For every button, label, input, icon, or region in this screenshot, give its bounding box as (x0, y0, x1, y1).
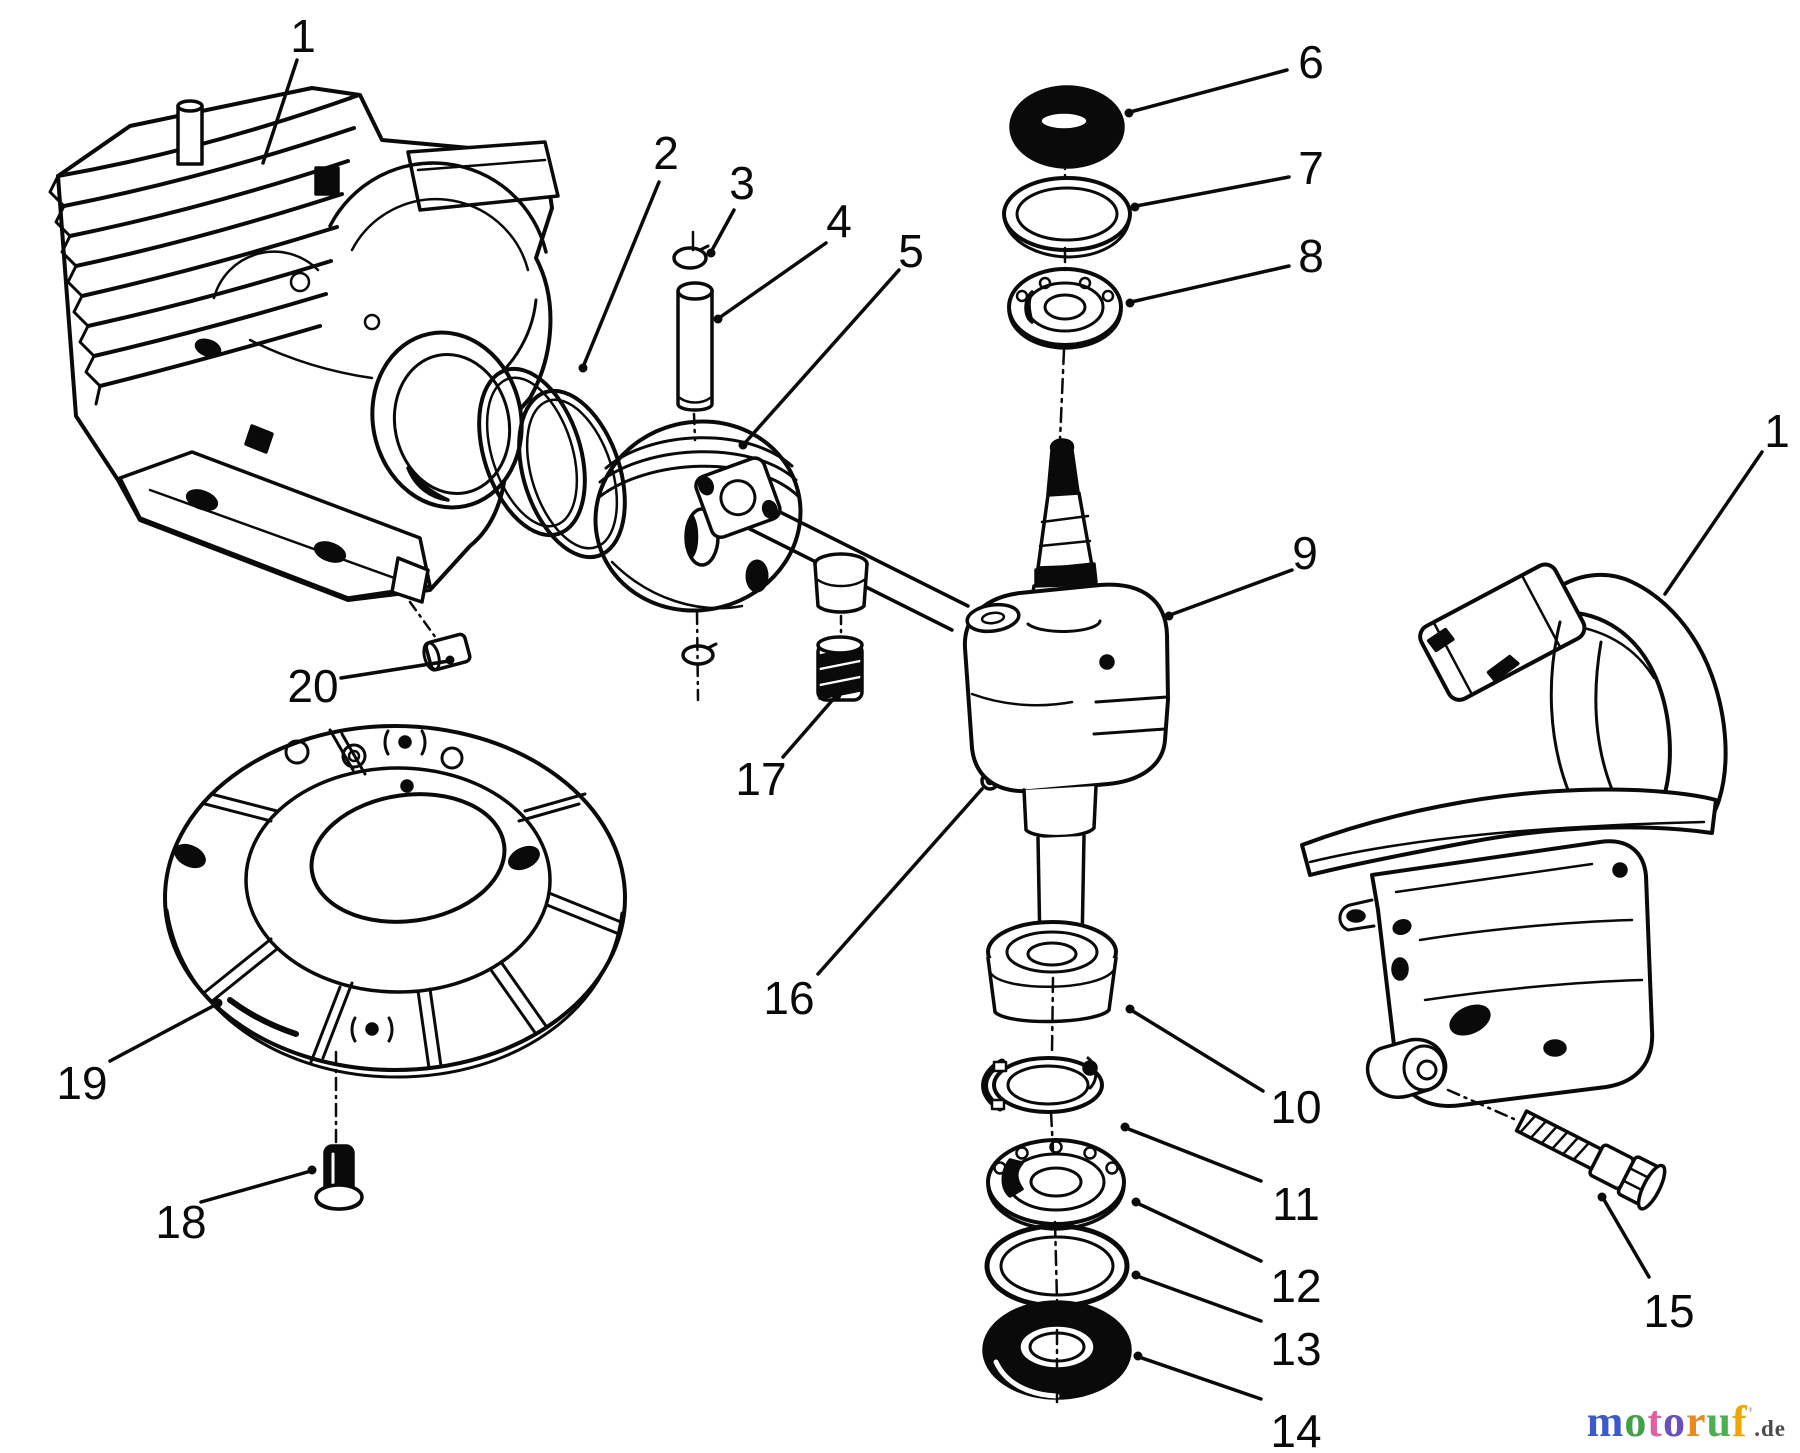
svg-text:16: 16 (763, 972, 814, 1024)
crankshaft (962, 438, 1170, 974)
callout-14: 14 (1133, 1351, 1322, 1453)
svg-text:14: 14 (1270, 1405, 1321, 1453)
motoruf-logo: motoruf'.de (1587, 1396, 1786, 1447)
logo-letter: f (1732, 1397, 1748, 1446)
oil-seal-top (1009, 85, 1125, 169)
circlip-upper (672, 244, 710, 270)
callout-5: 5 (738, 225, 924, 450)
engine-cylinder-block (48, 86, 560, 640)
logo-letter: o (1663, 1397, 1687, 1446)
ball-bearing-top (1007, 267, 1123, 350)
wrist-pin (676, 230, 714, 442)
washer-ring (1002, 176, 1132, 259)
callout-15: 15 (1597, 1192, 1695, 1337)
svg-text:1: 1 (1764, 405, 1790, 457)
cover-plate (163, 724, 627, 1079)
piston-rings (477, 366, 627, 560)
dowel-lug (390, 556, 430, 604)
svg-text:18: 18 (155, 1196, 206, 1248)
flange-bolt (1446, 1088, 1667, 1211)
svg-text:13: 13 (1270, 1323, 1321, 1375)
piston (593, 419, 803, 613)
callout-6: 6 (1124, 36, 1324, 118)
svg-text:6: 6 (1298, 36, 1324, 88)
svg-text:9: 9 (1292, 527, 1318, 579)
logo-tick: ' (1747, 1403, 1755, 1426)
callout-label: 1 (290, 10, 316, 62)
centerlines (1049, 153, 1067, 1410)
svg-text:8: 8 (1298, 230, 1324, 282)
engine-base (118, 450, 432, 600)
svg-text:5: 5 (898, 225, 924, 277)
logo-letter: t (1647, 1397, 1664, 1446)
callout-3: 3 (706, 157, 755, 258)
svg-text:17: 17 (735, 753, 786, 805)
callout-20: 20 (287, 655, 455, 712)
circlip-lower (681, 610, 718, 702)
callout-1-engine: 1 (261, 10, 316, 165)
lifter-roller (813, 552, 869, 640)
callout-16: 16 (763, 787, 984, 1024)
screw (314, 1050, 364, 1211)
callout-1-crankcase: 1 (1663, 405, 1790, 596)
callout-11: 11 (1120, 1122, 1320, 1230)
callout-9: 9 (1164, 527, 1318, 621)
svg-text:4: 4 (826, 195, 852, 247)
callout-17: 17 (735, 690, 842, 805)
callout-8: 8 (1125, 230, 1324, 308)
cooling-fins (48, 93, 361, 406)
logo-letter: o (1624, 1397, 1648, 1446)
retainer-ring-clip (981, 1056, 1104, 1114)
svg-text:11: 11 (1272, 1178, 1320, 1230)
svg-text:20: 20 (287, 660, 338, 712)
logo-suffix: .de (1754, 1416, 1786, 1441)
flanged-bushing (986, 920, 1118, 1024)
spring (816, 635, 864, 702)
svg-text:10: 10 (1270, 1081, 1321, 1133)
callout-2: 2 (578, 127, 679, 373)
ball-bearing-bottom (986, 1138, 1126, 1231)
callout-13: 13 (1131, 1270, 1322, 1375)
logo-letter: u (1706, 1397, 1733, 1446)
callout-10: 10 (1125, 1004, 1322, 1133)
dowel-pin (422, 632, 472, 672)
callout-7: 7 (1130, 142, 1324, 212)
svg-text:7: 7 (1298, 142, 1324, 194)
callouts: 1 2 3 4 5 6 7 8 (56, 10, 1789, 1453)
svg-text:12: 12 (1270, 1260, 1321, 1312)
svg-text:3: 3 (729, 157, 755, 209)
svg-text:19: 19 (56, 1057, 107, 1109)
crankcase-half (1300, 562, 1728, 1108)
logo-letter: m (1586, 1397, 1625, 1446)
callout-18: 18 (155, 1165, 317, 1248)
callout-12: 12 (1131, 1197, 1322, 1312)
callout-4: 4 (713, 195, 852, 324)
svg-text:2: 2 (653, 127, 679, 179)
callout-19: 19 (56, 998, 223, 1109)
svg-text:15: 15 (1643, 1285, 1694, 1337)
logo-letter: r (1686, 1397, 1707, 1446)
